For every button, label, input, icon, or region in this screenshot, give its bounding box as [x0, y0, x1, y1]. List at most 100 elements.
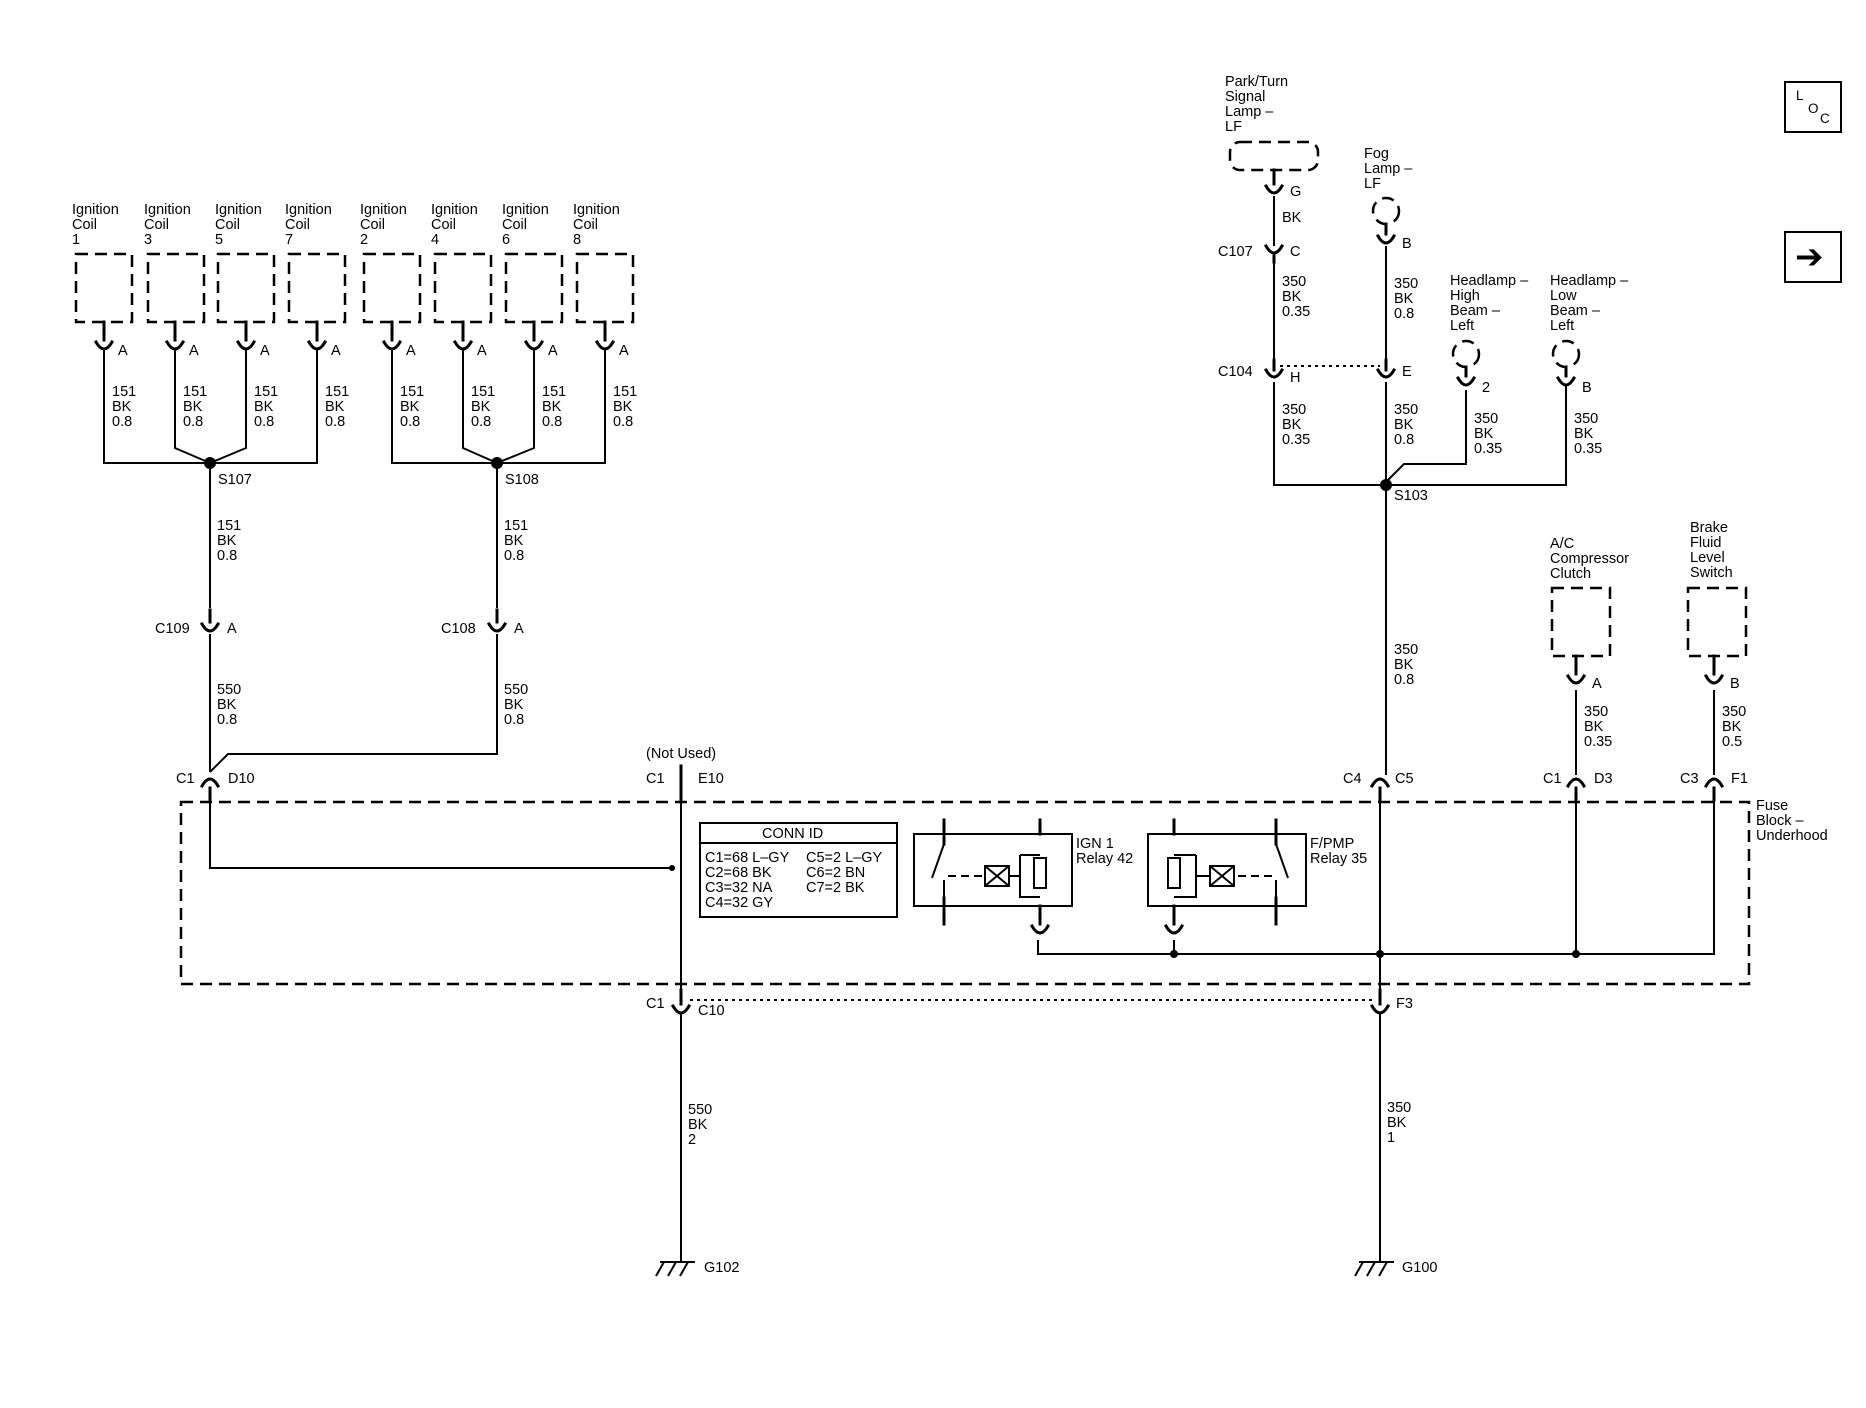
svg-text:S103: S103 — [1394, 488, 1428, 504]
svg-text:6: 6 — [502, 232, 510, 248]
svg-text:0.8: 0.8 — [613, 414, 633, 430]
svg-text:C4=32 GY: C4=32 GY — [705, 895, 773, 911]
svg-text:0.8: 0.8 — [183, 414, 203, 430]
loc-button[interactable]: L O C — [1784, 81, 1842, 133]
svg-text:A: A — [260, 343, 270, 359]
svg-text:BK: BK — [1584, 719, 1604, 735]
svg-text:C6=2 BN: C6=2 BN — [806, 865, 865, 881]
svg-text:2: 2 — [1482, 380, 1490, 396]
svg-text:L: L — [1796, 88, 1804, 103]
svg-text:350: 350 — [1387, 1100, 1411, 1116]
fuse-block-c1-d3: C1 D3 — [1543, 771, 1613, 802]
svg-text:151: 151 — [504, 518, 528, 534]
headlamp-high-beam-left: Headlamp – High Beam – Left 2 — [1450, 273, 1529, 396]
svg-text:(Not Used): (Not Used) — [646, 746, 716, 762]
svg-text:C104: C104 — [1218, 364, 1253, 380]
svg-text:LF: LF — [1364, 176, 1381, 192]
svg-text:350: 350 — [1394, 402, 1418, 418]
svg-text:0.8: 0.8 — [1394, 432, 1414, 448]
svg-text:Lamp –: Lamp – — [1364, 161, 1413, 177]
svg-text:C107: C107 — [1218, 244, 1253, 260]
svg-text:D3: D3 — [1594, 771, 1613, 787]
svg-text:4: 4 — [431, 232, 439, 248]
svg-text:LF: LF — [1225, 119, 1242, 135]
svg-text:BK: BK — [471, 399, 491, 415]
svg-text:BK: BK — [504, 697, 524, 713]
next-page-button[interactable]: ➔ — [1784, 231, 1842, 283]
connector-c108: C108 A — [441, 608, 524, 637]
svg-text:0.35: 0.35 — [1282, 432, 1310, 448]
svg-text:BK: BK — [112, 399, 132, 415]
svg-text:A/C: A/C — [1550, 536, 1574, 552]
svg-text:Coil: Coil — [360, 217, 385, 233]
svg-text:151: 151 — [112, 384, 136, 400]
svg-text:C109: C109 — [155, 621, 190, 637]
svg-text:BK: BK — [1394, 417, 1414, 433]
fuse-block-c1-c10: C1 C10 — [646, 988, 725, 1019]
park-turn-signal-lamp-lf: Park/Turn Signal Lamp – LF G — [1225, 74, 1320, 200]
svg-text:Ignition: Ignition — [502, 202, 549, 218]
svg-text:S107: S107 — [218, 472, 252, 488]
svg-text:CONN ID: CONN ID — [762, 826, 823, 842]
fpmp-relay-35: F/PMP Relay 35 — [1147, 818, 1367, 935]
svg-text:Headlamp –: Headlamp – — [1550, 273, 1629, 289]
svg-text:C1: C1 — [1543, 771, 1562, 787]
splice-s103: S103 — [1380, 479, 1428, 504]
svg-text:151: 151 — [400, 384, 424, 400]
svg-text:350: 350 — [1394, 642, 1418, 658]
svg-text:Ignition: Ignition — [144, 202, 191, 218]
svg-text:C108: C108 — [441, 621, 476, 637]
svg-text:Fuse: Fuse — [1756, 798, 1788, 814]
svg-text:G: G — [1290, 184, 1301, 200]
svg-text:151: 151 — [217, 518, 241, 534]
svg-text:BK: BK — [183, 399, 203, 415]
svg-text:0.8: 0.8 — [471, 414, 491, 430]
svg-text:0.8: 0.8 — [217, 712, 237, 728]
svg-text:Ignition: Ignition — [215, 202, 262, 218]
fuse-block-c4-c5: C4 C5 — [1343, 771, 1414, 802]
svg-text:C3=32 NA: C3=32 NA — [705, 880, 773, 896]
svg-text:E10: E10 — [698, 771, 724, 787]
svg-text:BK: BK — [688, 1117, 708, 1133]
svg-text:0.8: 0.8 — [504, 712, 524, 728]
svg-text:A: A — [227, 621, 237, 637]
ac-compressor-clutch: A/C Compressor Clutch A — [1550, 536, 1629, 692]
fuse-block-f3: F3 — [1369, 988, 1413, 1015]
svg-text:F/PMP: F/PMP — [1310, 836, 1354, 852]
svg-text:Left: Left — [1450, 318, 1474, 334]
svg-text:0.8: 0.8 — [504, 548, 524, 564]
svg-text:Coil: Coil — [573, 217, 598, 233]
svg-text:350: 350 — [1722, 704, 1746, 720]
svg-text:0.8: 0.8 — [217, 548, 237, 564]
park-turn-wire-label: BK — [1282, 210, 1302, 226]
svg-text:Brake: Brake — [1690, 520, 1728, 536]
ground-g100: G100 — [1354, 1260, 1437, 1277]
svg-text:350: 350 — [1282, 402, 1306, 418]
svg-text:BK: BK — [400, 399, 420, 415]
svg-text:BK: BK — [1574, 426, 1594, 442]
svg-text:Low: Low — [1550, 288, 1577, 304]
svg-text:151: 151 — [613, 384, 637, 400]
svg-text:A: A — [118, 343, 128, 359]
svg-text:BK: BK — [1722, 719, 1742, 735]
brake-fluid-level-switch: Brake Fluid Level Switch B — [1686, 520, 1748, 692]
svg-text:350: 350 — [1574, 411, 1598, 427]
svg-text:C10: C10 — [698, 1003, 725, 1019]
svg-text:A: A — [548, 343, 558, 359]
svg-text:1: 1 — [72, 232, 80, 248]
svg-text:550: 550 — [217, 682, 241, 698]
